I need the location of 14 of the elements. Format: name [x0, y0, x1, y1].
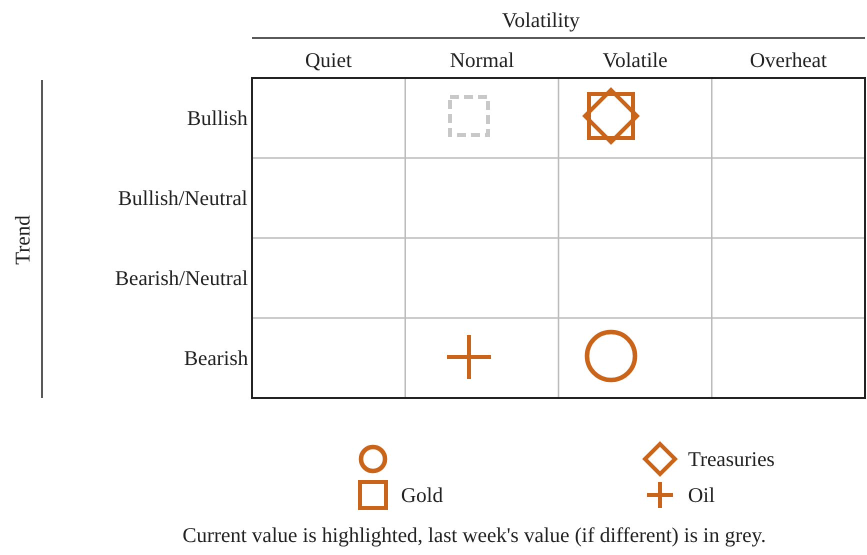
column-header: Volatile: [602, 48, 668, 72]
legend-label: Gold: [401, 483, 443, 507]
row-header: Bearish: [184, 346, 248, 370]
row-header: Bullish/Neutral: [118, 186, 248, 210]
legend-label: Treasuries: [688, 447, 775, 471]
column-header: Quiet: [305, 48, 352, 72]
column-header: Normal: [450, 48, 514, 72]
row-header: Bearish/Neutral: [115, 266, 248, 290]
axis-title: Volatility: [502, 8, 580, 32]
axis-title: Trend: [10, 215, 34, 265]
row-header: Bullish: [187, 106, 248, 130]
legend-label: Oil: [688, 483, 715, 507]
column-header: Overheat: [750, 48, 827, 72]
caption: Current value is highlighted, last week's value (if different) is in grey.: [182, 523, 766, 547]
